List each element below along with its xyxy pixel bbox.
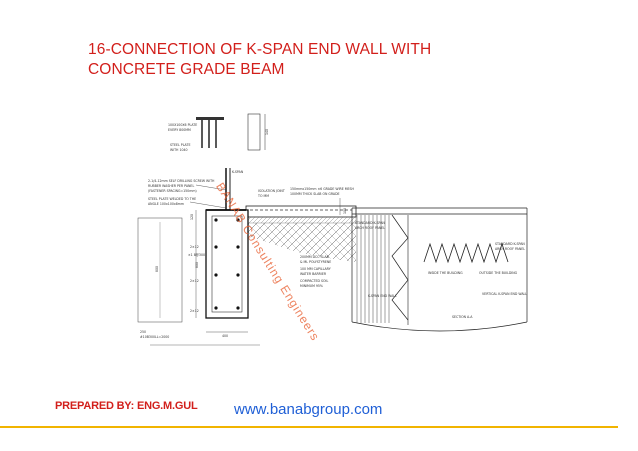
kspan-roof-2: ARCH ROOF PANEL [355,226,385,230]
plate-detail: 100X100X6 PLATE EVERY 800MM STEEL PLATE … [168,113,269,152]
footer-divider-left [0,426,228,428]
welded-plate-2: ANGLE 100x100x8mm [148,202,184,206]
slab-note-3: 100 MM CAPILLARY [300,267,331,271]
standard-right-2: ARCH ROOF PANEL [495,247,525,251]
screw-note-2: RUBBER WASHER PER PANEL [148,184,194,188]
standard-right-1: STANDARD K-SPAN [495,242,525,246]
dim-bottom: 800 [155,266,159,272]
slab-note-5: COMPACTED SOIL [300,279,328,283]
prepared-by: PREPARED BY: ENG.M.GUL [55,400,198,412]
plate-note-1: 100X100X6 PLATE [168,123,197,127]
title-line-1: 16-CONNECTION OF K-SPAN END WALL WITH [88,41,432,58]
kspan-label: K-SPAN [232,170,244,174]
kspan-wall: K-SPAN 2-1/4-12mm SELF DRILLING SCREW WI… [148,168,244,210]
section-label: SECTION A-A [452,315,473,319]
grade-beam: 120 800 2×12 ×1 8@300 2×12 2×12 400 [188,209,249,338]
slab-note-4: WATER BARRIER [300,272,327,276]
slab-on-grade: ISOLATION JOINT TO MM 150mmx150mm ×6 GRA… [245,187,357,288]
slide-title: 16-CONNECTION OF K-SPAN END WALL WITH CO… [88,40,508,80]
stirrup-label: ×1 8@300 [188,253,205,257]
bottom-note: #10B300LL=2000 [140,335,169,339]
slab-note-2: & ML POLYSTYRENE [300,260,331,264]
dim-400: 400 [222,334,228,338]
title-line-2: CONCRETE GRADE BEAM [88,61,285,78]
slab-note-1: 200MM DCC SLAB [300,255,329,259]
vertical-wall: VERTICAL K-SPAN END WALL [482,292,527,296]
dim-800: 800 [195,262,199,268]
steel-plate-note-2: WITH 1040 [170,148,188,152]
pile-outline: 800 250 #10B300LL=2000 [137,217,260,346]
footer-divider-right [228,426,618,428]
dim-100: 100 [343,208,347,214]
screw-note-3: (FASTENER SPACING=150mm) [148,189,197,193]
slab-note-6: MINIMUM 95% [300,284,323,288]
bar-label-3: 2×12 [190,309,199,313]
inside-building: INSIDE THE BUILDING [428,271,463,275]
isolation-note-2: TO MM [257,194,269,198]
mesh-note-2: 100MM THICK SLAB ON GRADE [290,192,340,196]
bar-label-2: 2×12 [190,279,199,283]
bar-label-1: 2×12 [190,245,199,249]
dim-top-right: 140 [265,129,269,135]
website-link[interactable]: www.banabgroup.com [228,395,389,425]
mesh-note-1: 150mmx150mm ×6 GRADE WIRE MESH [290,187,355,191]
dim-120: 120 [190,214,194,220]
outside-building: OUTSIDE THE BUILDING [479,271,518,275]
end-wall-label: K-SPAN END WALL [368,294,397,298]
isolation-note-1: ISOLATION JOINT [258,189,285,193]
dim-250: 250 [140,330,146,334]
welded-plate-1: STEEL PLATE WELDED TO THE [148,197,196,201]
steel-plate-note-1: STEEL PLATE [170,143,190,147]
screw-note-1: 2-1/4-12mm SELF DRILLING SCREW WITH [148,179,215,183]
plate-note-2: EVERY 800MM [168,128,191,132]
kspan-roof-1: STANDARD K-SPAN [355,221,385,225]
section-a-a: STANDARD K-SPAN ARCH ROOF PANEL K-SPAN E… [351,207,528,332]
